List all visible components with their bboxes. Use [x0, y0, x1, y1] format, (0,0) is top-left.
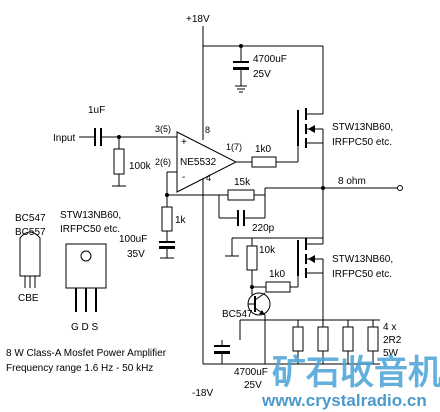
to247-package-drawing — [65, 243, 107, 312]
lower-gate-resistor — [265, 281, 291, 293]
input-label: Input — [53, 133, 75, 144]
upper-cap-value: 4700uF — [253, 54, 287, 65]
feedback-cap-voltage: 35V — [127, 249, 145, 260]
legend-fet-pinout: G D S — [71, 322, 99, 333]
legend-bjt-pinout: CBE — [18, 293, 39, 304]
upper-gate-res-value: 1k0 — [255, 144, 272, 155]
opamp-plus-sign: + — [181, 137, 187, 148]
feedback-cap-220p-value: 220p — [252, 223, 275, 234]
lower-mosfet-alt: IRFPC50 etc. — [332, 269, 392, 280]
legend-bjt-pnp: BC557 — [15, 227, 46, 238]
res-array-count: 4 x — [383, 322, 396, 333]
feedback-ground-resistor — [161, 206, 173, 232]
feedback-res-value: 15k — [234, 177, 251, 188]
opamp-pin-pos: 3(5) — [155, 124, 171, 134]
lower-mosfet-part: STW13NB60, — [332, 254, 393, 265]
upper-bulk-capacitor — [233, 46, 249, 93]
lower-gate-res-value: 1k0 — [269, 269, 286, 280]
output-label: 8 ohm — [338, 176, 366, 187]
caption-frequency: Frequency range 1.6 Hz - 50 kHz — [6, 363, 153, 374]
opamp-minus-sign: - — [182, 172, 185, 183]
input-cap-value: 1uF — [88, 105, 105, 116]
lower-cap-voltage: 25V — [244, 380, 262, 391]
upper-gate-resistor — [251, 156, 277, 168]
upper-cap-voltage: 25V — [253, 69, 271, 80]
neg-rail-label: -18V — [192, 388, 213, 399]
lower-res-10k-value: 10k — [259, 245, 276, 256]
bc547-label: BC547 — [222, 309, 253, 320]
upper-mosfet-part: STW13NB60, — [332, 122, 393, 133]
opamp-name: NE5532 — [180, 157, 217, 168]
bc547-transistor — [247, 287, 271, 320]
source-resistor-bank — [292, 320, 379, 364]
legend-fet-alt: IRFPC50 etc. — [60, 224, 120, 235]
lower-mosfet — [297, 238, 324, 278]
watermark-url: www.crystalradio.cn — [261, 391, 427, 410]
upper-mosfet-alt: IRFPC50 etc. — [332, 137, 392, 148]
lower-bulk-capacitor — [214, 340, 230, 364]
caption-title: 8 W Class-A Mosfet Power Amplifier — [6, 348, 167, 359]
opamp-pin-vminus: 4 — [206, 173, 211, 183]
to92-package-drawing — [19, 231, 41, 288]
pos-rail-label: +18V — [186, 14, 210, 25]
feedback-cap-value: 100uF — [119, 234, 147, 245]
opamp-pin-vplus: 8 — [205, 125, 210, 135]
watermark-logo-text: 矿石收音机 — [272, 353, 440, 393]
opamp-pin-out: 1(7) — [226, 142, 242, 152]
feedback-resistor-15k — [227, 189, 255, 201]
lower-bias-resistor-10k — [246, 245, 258, 271]
legend-bjt-npn: BC547 — [15, 213, 46, 224]
lower-cap-value: 4700uF — [234, 367, 268, 378]
upper-mosfet — [297, 46, 324, 148]
output-terminal — [397, 185, 403, 191]
input-res-value: 100k — [129, 161, 152, 172]
opamp-triangle — [176, 131, 238, 193]
res-array-power: 5W — [383, 348, 399, 359]
res-array-value: 2R2 — [383, 335, 402, 346]
input-bias-resistor — [113, 148, 125, 175]
opamp-pin-neg: 2(6) — [155, 157, 171, 167]
legend-fet-part: STW13NB60, — [60, 210, 121, 221]
feedback-cap-plate-b — [159, 246, 175, 249]
feedback-ground-res-value: 1k — [175, 215, 187, 226]
